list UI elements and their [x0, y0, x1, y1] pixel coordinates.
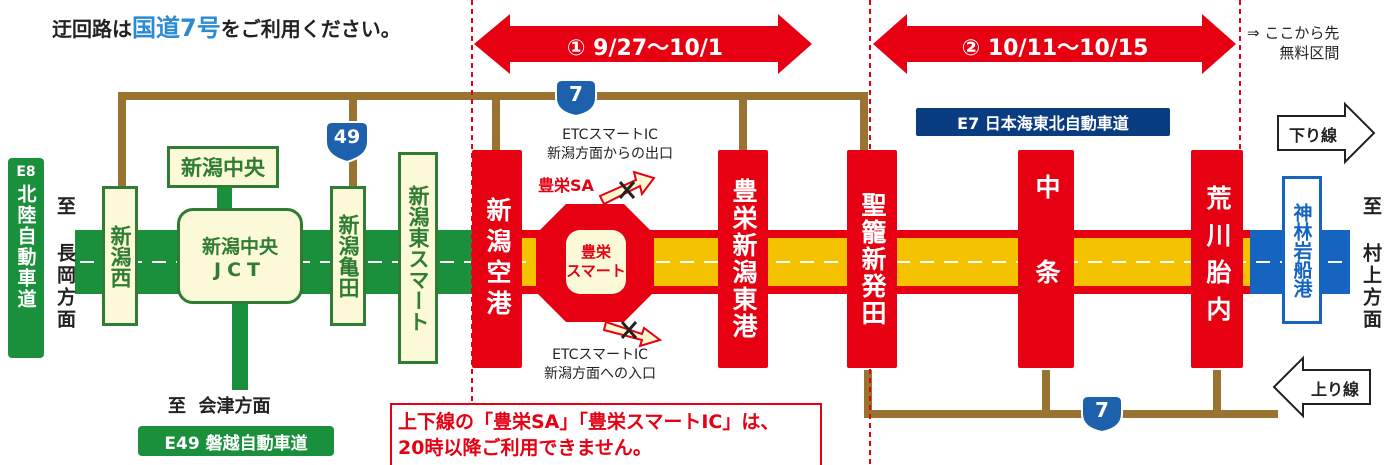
free-section-note: ⇒ ここから先 無料区間: [1247, 24, 1340, 62]
route-49-number: 49: [333, 126, 361, 148]
sa-entry-closed-icon: [602, 320, 663, 348]
up-direction-label: 上り線: [1310, 380, 1359, 399]
route-7-number-bottom: 7: [1095, 398, 1109, 422]
ic-seiro-shibata: 聖籠新発田: [847, 150, 897, 368]
ic-niigata-nishi: 新潟西: [102, 186, 138, 326]
west-destination: 至 長岡方面: [54, 196, 76, 331]
period-1-arrow: [474, 14, 812, 74]
sa-exit-closed-icon: [598, 170, 656, 206]
period-1-label: ① 9/27～10/1: [566, 36, 724, 61]
notice-box: [390, 403, 822, 465]
hoei-smart-label: 豊栄 スマート: [566, 230, 626, 294]
ic-niigata-higashi-smart: 新潟東スマート: [398, 152, 438, 364]
ic-niigata-kameda: 新潟亀田: [330, 186, 366, 326]
ic-nakajo: 中条: [1018, 150, 1074, 368]
route-7-bypass-bottom: [864, 370, 1278, 418]
e49-expressway-tag: E49 磐越自動車道: [138, 426, 334, 456]
south-destination: 至 会津方面: [168, 396, 271, 417]
hoei-entry-note: ETCスマートIC 新潟方面への入口: [544, 347, 656, 382]
detour-route-highlight: 国道7号: [132, 14, 221, 42]
e8-expressway-tag: E8 北陸自動車道: [8, 158, 44, 358]
night-closure-notice: 上下線の「豊栄SA」「豊栄スマートIC」は、 20時以降ご利用できません。: [398, 411, 780, 459]
up-direction-arrow: [1272, 355, 1371, 419]
e7-expressway-tag: E7 日本海東北自動車道: [916, 108, 1170, 136]
ic-kamibayashi-iwafune: 神林岩船港: [1282, 176, 1322, 324]
period-2-arrow: [873, 14, 1236, 74]
period-2-label: ② 10/11～10/15: [961, 36, 1149, 61]
route-49-shield: [325, 121, 369, 164]
niigata-chuo-jct: 新潟中央 JCT: [177, 208, 303, 304]
hoei-sa-label: 豊栄SA: [538, 176, 594, 195]
route-7-shield-top: [555, 79, 597, 118]
route-7-number-top: 7: [569, 82, 583, 106]
east-destination: 至 村上方面: [1360, 196, 1382, 331]
ic-niigata-chuo: 新潟中央: [167, 146, 279, 188]
route-7-shield-bottom: [1081, 395, 1123, 434]
down-direction-label: 下り線: [1288, 126, 1337, 145]
down-direction-arrow: [1277, 101, 1376, 165]
ic-niigata-kuko: 新潟空港: [472, 150, 522, 368]
e49-road-lower: [232, 300, 248, 390]
hoei-exit-note: ETCスマートIC 新潟方面からの出口: [547, 127, 673, 162]
detour-headline: 迂回路は国道7号をご利用ください。: [52, 14, 401, 42]
ic-arakawa-tainai: 荒川胎内: [1191, 150, 1243, 368]
route-7-bypass-top: [118, 92, 868, 186]
ic-hoei-niigata-higashiko: 豊栄新潟東港: [718, 150, 768, 368]
